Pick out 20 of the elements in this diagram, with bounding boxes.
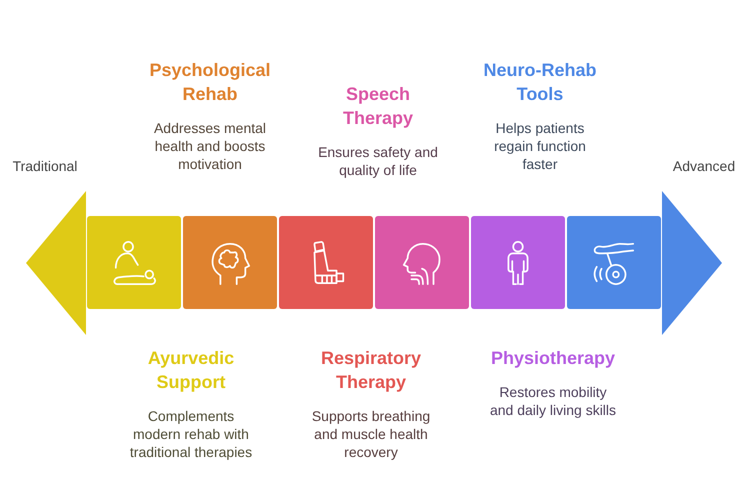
scale-label: Advanced — [672, 157, 736, 175]
step-description: Restores mobility and daily living skills — [488, 383, 618, 419]
step-description: Ensures safety and quality of life — [317, 143, 439, 179]
step-description: Addresses mental health and boosts motivation — [152, 119, 268, 173]
step-tile — [567, 216, 661, 309]
step-description: Complements modern rehab with traditional therapies — [128, 407, 254, 461]
step-tile — [279, 216, 373, 309]
step-tile — [183, 216, 277, 309]
step-title: Physiotherapy — [490, 347, 616, 370]
step-description: Helps patients regain function faster — [493, 119, 587, 173]
step-description: Supports breathing and muscle health recovery — [310, 407, 432, 461]
step-title: Psychological Rehab — [148, 59, 272, 106]
step-title: Ayurvedic Support — [146, 347, 236, 394]
scale-label: Traditional — [12, 157, 78, 175]
step-tile — [375, 216, 469, 309]
step-tile — [471, 216, 565, 309]
step-title: Respiratory Therapy — [320, 347, 422, 394]
step-tile — [87, 216, 181, 309]
step-title: Neuro-Rehab Tools — [482, 59, 598, 106]
step-title: Speech Therapy — [342, 83, 414, 130]
